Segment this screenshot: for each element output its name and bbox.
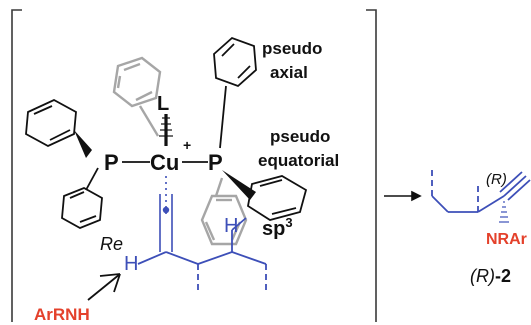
product-skeleton <box>431 170 531 213</box>
copper-lone-pair-dot <box>162 206 170 214</box>
copper-label: Cu <box>150 150 179 175</box>
product-config-label: (R) <box>486 171 507 188</box>
pseudo-axial-line1: pseudo <box>262 39 322 58</box>
re-face-label: Re <box>100 234 123 254</box>
ligand-wedge <box>159 117 173 137</box>
left-phenyl-lower <box>61 167 103 229</box>
reaction-arrow <box>384 190 422 202</box>
ligand-label: L <box>157 93 169 115</box>
hydrogen-alkene-label: H <box>124 253 138 275</box>
cu-alkyne-interaction <box>159 176 173 252</box>
phosphorus-right-label: P <box>208 150 223 175</box>
amine-label: ArRNH <box>34 305 90 324</box>
sp3-label: sp3 <box>262 215 293 240</box>
copper-charge-label: + <box>183 137 191 153</box>
product-nrar-label: NRAr <box>486 231 527 248</box>
right-phenyl-axial <box>213 36 257 149</box>
pseudo-equatorial-line2: equatorial <box>258 151 339 170</box>
pseudo-axial-line2: axial <box>270 63 308 82</box>
product-hashed-wedge <box>499 201 509 223</box>
product-name-label: (R)-2 <box>470 266 511 286</box>
left-phenyl-upper <box>25 98 77 148</box>
pseudo-equatorial-line1: pseudo <box>270 127 330 146</box>
back-phenyl-gray <box>112 56 162 137</box>
nucleophile-attack-arrow <box>87 273 121 301</box>
wedge-bond-left-upper <box>74 130 92 158</box>
wedge-bond-right-equatorial <box>222 170 256 200</box>
right-phenyl-equatorial <box>247 175 308 221</box>
substrate-chain <box>137 230 267 294</box>
hydrogen-sp3-label: H <box>224 215 238 237</box>
transition-state-bracket <box>11 9 377 322</box>
sp3-hydrogen-bond <box>231 217 247 231</box>
phosphorus-left-label: P <box>104 150 119 175</box>
